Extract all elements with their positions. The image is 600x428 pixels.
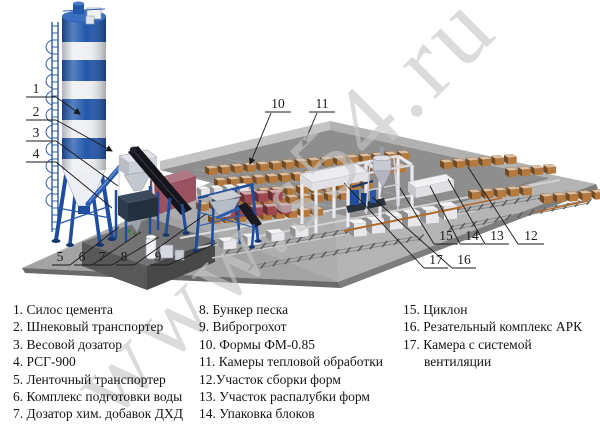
callout-number-16: 16 xyxy=(457,252,471,267)
callout-number-15: 15 xyxy=(439,228,453,243)
callout-number-8: 8 xyxy=(121,249,128,264)
sand-vibro-unit xyxy=(192,182,262,253)
callout-number-13: 13 xyxy=(490,228,504,243)
callout-number-6: 6 xyxy=(79,249,86,264)
callout-4: 4 xyxy=(26,146,113,209)
callout-number-9: 9 xyxy=(155,249,162,264)
rsg-900-mixer xyxy=(114,186,160,242)
silo-top-filter xyxy=(62,1,106,25)
callout-15: 15 xyxy=(399,187,458,245)
callout-number-17: 17 xyxy=(429,252,443,267)
silo-bands xyxy=(62,10,106,170)
callout-5: 5 xyxy=(52,226,120,266)
cyclone xyxy=(364,147,401,215)
callout-number-1: 1 xyxy=(33,81,40,96)
cement-silo xyxy=(45,1,117,247)
callout-9: 9 xyxy=(150,242,218,266)
water-preparation xyxy=(145,234,157,260)
callout-number-14: 14 xyxy=(465,228,479,243)
callout-1: 1 xyxy=(26,81,81,115)
silo-ladder xyxy=(45,22,59,232)
callout-number-2: 2 xyxy=(33,104,40,119)
callout-number-4: 4 xyxy=(33,146,40,161)
callout-10: 10 xyxy=(249,96,291,165)
callout-7: 7 xyxy=(94,236,160,266)
callout-number-5: 5 xyxy=(57,249,64,264)
callout-11: 11 xyxy=(302,96,335,147)
callout-6: 6 xyxy=(74,231,142,266)
chemical-doser xyxy=(159,244,185,261)
packaging-slab xyxy=(407,173,455,198)
callout-14: 14 xyxy=(429,185,484,245)
callout-number-3: 3 xyxy=(33,125,40,140)
callout-2: 2 xyxy=(26,104,113,152)
callout-16: 16 xyxy=(371,196,476,269)
callout-number-12: 12 xyxy=(524,228,538,243)
callout-number-11: 11 xyxy=(316,96,329,111)
sled-rails xyxy=(343,197,589,232)
callout-number-7: 7 xyxy=(99,249,106,264)
callout-8: 8 xyxy=(116,213,207,266)
callout-12: 12 xyxy=(467,166,544,245)
callout-3: 3 xyxy=(26,125,119,187)
callout-17: 17 xyxy=(343,182,448,269)
belt-conveyor xyxy=(128,146,192,237)
callout-number-10: 10 xyxy=(271,96,285,111)
callout-13: 13 xyxy=(447,178,509,245)
